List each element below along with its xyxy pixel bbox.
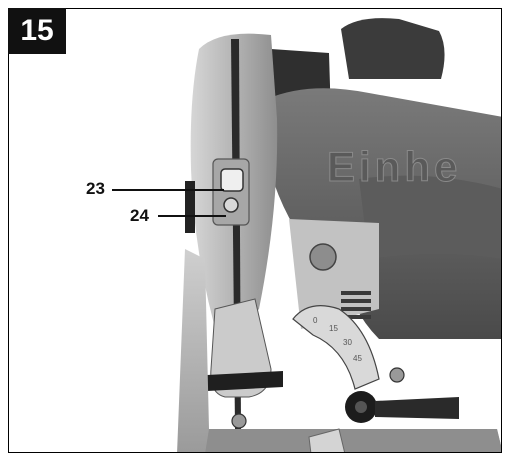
callout-label-23: 23	[86, 179, 105, 198]
bevel-scale	[292, 305, 380, 390]
screw-23	[220, 168, 244, 192]
circular-saw-photo: Einhe 0 15 30 45	[177, 18, 501, 452]
round-button	[309, 243, 337, 271]
svg-text:0: 0	[313, 316, 318, 325]
callout-label-24: 24	[130, 206, 149, 225]
svg-text:15: 15	[329, 324, 338, 333]
leader-line-24	[158, 215, 226, 217]
svg-text:45: 45	[353, 354, 362, 363]
top-handle	[341, 18, 445, 79]
figure-frame: Einhe 0 15 30 45	[8, 8, 502, 453]
leader-line-23	[112, 189, 224, 191]
screw-24	[223, 197, 239, 213]
brand-text: Einhe	[327, 143, 461, 190]
figure-number-badge: 15	[8, 8, 66, 54]
svg-text:30: 30	[343, 338, 352, 347]
